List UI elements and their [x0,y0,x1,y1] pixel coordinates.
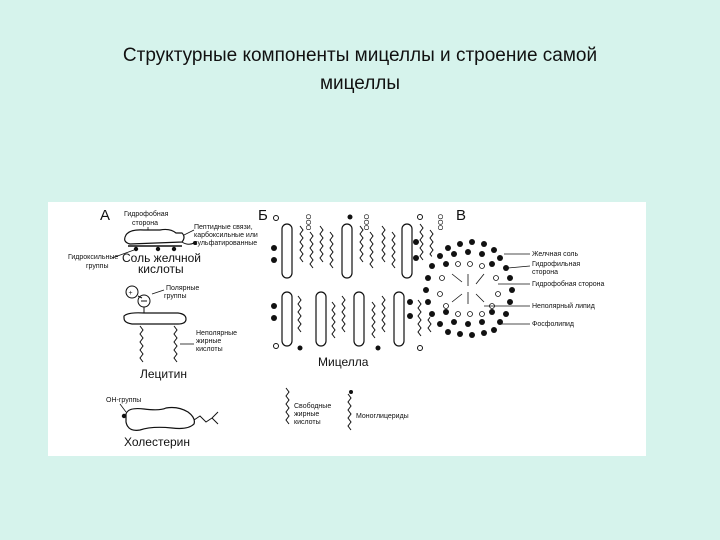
label-free-fatty-acids-1: Свободные [294,402,331,410]
label-nonpolar-acids-3: кислоты [196,346,223,353]
micelle-figure: А Гидрофобная сторона Пептидные связи, к… [48,202,646,456]
label-polar-groups-1: Полярные [166,285,199,292]
label-free-fatty-acids-3: кислоты [294,419,321,426]
title-line-1: Структурные компоненты мицеллы и строени… [122,45,598,66]
svg-text:+: + [129,290,133,297]
micelle-diagram: А Гидрофобная сторона Пептидные связи, к… [68,207,605,449]
label-nonpolar-lipid: Неполярный липид [532,302,595,310]
bile-salt-molecule [124,228,197,252]
panel-c-letter: В [456,207,466,224]
slide-title: Структурные компоненты мицеллы и строени… [40,42,680,98]
label-hydrophobic-side-a1: Гидрофобная [124,210,169,218]
label-oh-groups: ОН-группы [106,397,141,404]
label-hydroxyl-groups-1: Гидроксильные [68,254,118,261]
label-bile-salt-2: кислоты [138,262,184,276]
cholesterol-molecule [121,406,219,431]
label-polar-groups-2: группы [164,293,186,300]
fatty-acid-legend [285,387,353,431]
label-peptide-bonds-2: карбоксильные или [194,231,258,239]
label-hydrophobic-side-c: Гидрофобная сторона [532,280,605,288]
label-nonpolar-acids-1: Неполярные [196,330,237,337]
micelle-sphere [420,239,516,338]
label-nonpolar-acids-2: жирные [196,338,221,345]
svg-text:OOO: OOO [362,214,369,231]
label-hydrophilic-side-1: Гидрофильная [532,261,580,268]
label-peptide-bonds-1: Пептидные связи, [194,224,253,231]
label-phospholipid: Фосфолипид [532,321,574,328]
label-peptide-bonds-3: сульфатированные [194,240,257,247]
panel-b-letter: Б [258,207,268,224]
label-lecithin: Лецитин [140,367,187,381]
lecithin-molecule: + [123,285,187,363]
label-hydrophobic-side-a2: сторона [132,220,158,227]
svg-text:OOO: OOO [304,214,311,231]
label-cholesterol: Холестерин [124,435,190,449]
label-bile-salt-1: Соль желчной [122,251,201,265]
title-line-2: мицеллы [319,73,401,94]
label-free-fatty-acids-2: жирные [294,411,319,418]
panel-a-letter: А [100,207,110,224]
label-hydrophilic-side-2: сторона [532,269,558,276]
label-micelle: Мицелла [318,355,369,369]
label-bile-salt-c: Желчная соль [532,251,579,258]
label-hydroxyl-groups-2: группы [86,263,108,270]
micelle-bilayer-diagram: OOO OOO OOO [271,214,443,351]
svg-text:OOO: OOO [436,214,443,231]
label-monoglycerides: Моноглицериды [356,413,409,420]
